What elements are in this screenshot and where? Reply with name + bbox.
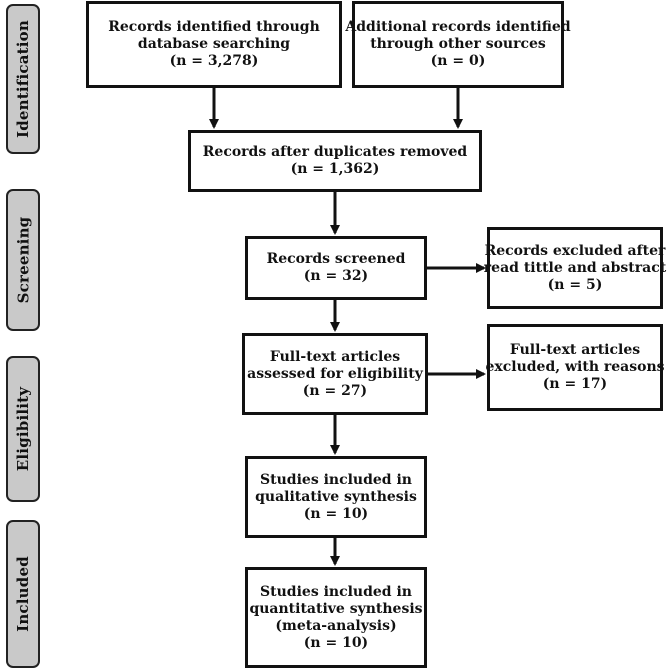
box-database-search: Records identified through database sear… <box>86 1 342 88</box>
box-qualitative-synthesis: Studies included in qualitative synthesi… <box>245 456 427 538</box>
records-excluded-count: (n = 5) <box>547 276 603 293</box>
records-screened-line1: Records screened <box>266 251 406 267</box>
box-fulltext-assessed: Full-text articles assessed for eligibil… <box>242 333 428 415</box>
quantitative-count: (n = 10) <box>303 634 369 651</box>
records-excluded-line2: read tittle and abstract <box>483 259 667 276</box>
fulltext-excluded-line2: excluded, with reasons <box>485 359 665 375</box>
other-sources-count: (n = 0) <box>430 53 486 69</box>
box-quantitative-synthesis: Studies included in quantitative synthes… <box>245 567 427 668</box>
database-search-line1: Records identified through <box>108 19 320 35</box>
other-sources-line1: Additional records identified <box>345 19 571 35</box>
stage-eligibility-label: Eligibility <box>14 386 33 472</box>
quantitative-line1: Studies included in <box>260 583 412 600</box>
box-other-sources: Additional records identified through ot… <box>345 1 571 88</box>
stage-included: Included <box>6 520 40 668</box>
database-search-line2: database searching <box>137 36 291 52</box>
qualitative-count: (n = 10) <box>303 505 369 522</box>
stage-identification-label: Identification <box>14 20 32 138</box>
box-duplicates-removed: Records after duplicates removed (n = 1,… <box>188 130 482 192</box>
box-records-excluded: Records excluded after read tittle and a… <box>483 227 667 309</box>
duplicates-removed-count: (n = 1,362) <box>290 161 380 177</box>
qualitative-line1: Studies included in <box>260 471 412 488</box>
fulltext-excluded-line1: Full-text articles <box>509 342 641 358</box>
box-fulltext-excluded: Full-text articles excluded, with reason… <box>485 324 665 411</box>
stage-identification: Identification <box>6 4 40 154</box>
other-sources-line2: through other sources <box>370 36 546 52</box>
records-screened-count: (n = 32) <box>303 268 369 284</box>
fulltext-assessed-line1: Full-text articles <box>269 348 401 365</box>
database-search-count: (n = 3,278) <box>169 53 259 69</box>
box-records-screened: Records screened (n = 32) <box>245 236 427 300</box>
qualitative-line2: qualitative synthesis <box>255 488 417 505</box>
stage-screening: Screening <box>6 189 40 331</box>
stage-screening-label: Screening <box>14 216 33 304</box>
duplicates-removed-line1: Records after duplicates removed <box>202 144 468 160</box>
records-excluded-line1: Records excluded after <box>484 242 666 259</box>
quantitative-line3: (meta-analysis) <box>275 617 397 634</box>
fulltext-assessed-count: (n = 27) <box>302 382 368 399</box>
stage-included-label: Included <box>14 556 32 632</box>
stage-eligibility: Eligibility <box>6 356 40 502</box>
fulltext-excluded-count: (n = 17) <box>542 376 608 392</box>
fulltext-assessed-line2: assessed for eligibility <box>247 365 423 382</box>
quantitative-line2: quantitative synthesis <box>249 600 423 617</box>
